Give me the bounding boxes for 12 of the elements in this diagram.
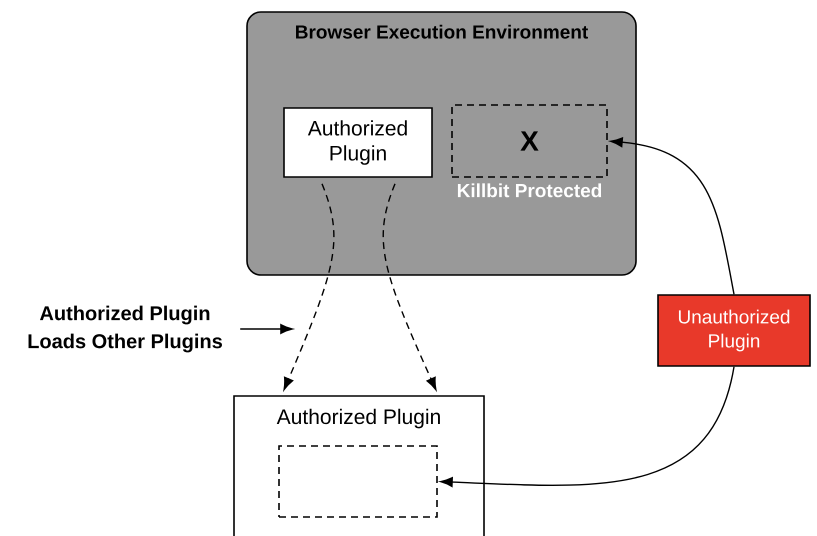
caption-text: Killbit Protected	[458, 183, 602, 198]
dashed-box	[278, 445, 438, 518]
arrow	[382, 184, 436, 390]
plugin-box: Authorized Plugin	[283, 107, 433, 178]
arrow	[240, 324, 293, 334]
plugin-box: Unauthorized Plugin	[657, 294, 811, 367]
dashed-box: X	[451, 104, 608, 178]
arrow	[610, 137, 735, 294]
plugin-box: Authorized Plugin	[233, 395, 485, 536]
note-text: Authorized Plugin Loads Other Plugins	[28, 306, 222, 352]
arrow	[440, 366, 735, 488]
arrow	[283, 184, 335, 390]
